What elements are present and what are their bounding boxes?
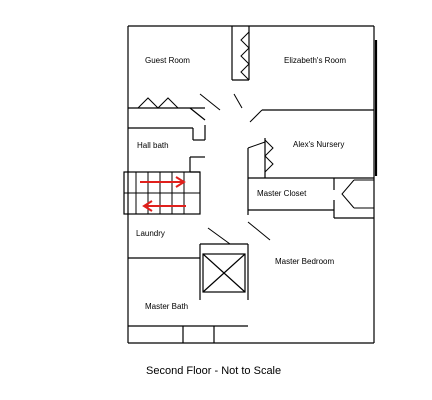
exterior-walls xyxy=(127,25,378,344)
label-master-bath: Master Bath xyxy=(145,302,188,311)
label-alexs-nursery: Alex's Nursery xyxy=(293,140,344,149)
label-master-bedroom: Master Bedroom xyxy=(275,257,334,266)
stair-arrows xyxy=(140,176,186,212)
label-laundry: Laundry xyxy=(136,229,165,238)
label-hall-bath: Hall bath xyxy=(137,141,169,150)
interior-walls xyxy=(123,26,374,300)
label-guest-room: Guest Room xyxy=(145,56,190,65)
label-master-closet: Master Closet xyxy=(257,189,307,198)
plan-caption: Second Floor - Not to Scale xyxy=(146,365,281,377)
label-elizabeths-room: Elizabeth's Room xyxy=(284,56,346,65)
